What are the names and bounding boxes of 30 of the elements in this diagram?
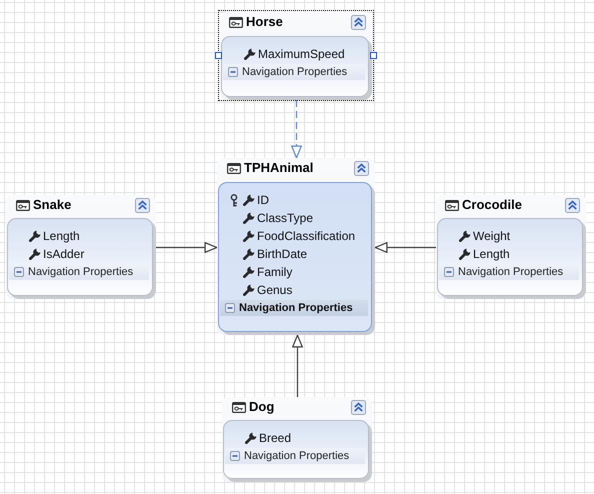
- property-name: ClassType: [257, 210, 314, 226]
- property-name: Genus: [257, 282, 292, 298]
- property-name: Length: [43, 228, 80, 244]
- entity-card: [436, 195, 586, 299]
- entity-name: Snake: [33, 197, 72, 213]
- arrow: [291, 100, 302, 158]
- property-name: BirthDate: [257, 246, 308, 262]
- entity-card: [6, 195, 156, 299]
- property-name: Breed: [259, 430, 292, 446]
- arrow: [156, 242, 218, 253]
- property-name: Weight: [473, 228, 510, 244]
- entity-name: TPHAnimal: [244, 160, 314, 176]
- entity-name: Crocodile: [462, 197, 522, 213]
- entity-card: [217, 158, 375, 335]
- arrow: [374, 242, 436, 253]
- entity-name: Horse: [246, 14, 283, 30]
- arrow: [292, 334, 303, 397]
- property-name: IsAdder: [43, 246, 84, 262]
- property-name: Family: [257, 264, 292, 280]
- section-label: Navigation Properties: [239, 301, 353, 315]
- entity-card: [222, 397, 372, 482]
- section-label: Navigation Properties: [242, 65, 348, 79]
- property-name: MaximumSpeed: [258, 46, 345, 62]
- property-name: ID: [257, 192, 269, 208]
- property-name: FoodClassification: [257, 228, 356, 244]
- section-label: Navigation Properties: [28, 265, 134, 279]
- entity-name: Dog: [249, 399, 274, 415]
- property-name: Length: [473, 246, 510, 262]
- section-label: Navigation Properties: [244, 449, 350, 463]
- section-label: Navigation Properties: [458, 265, 564, 279]
